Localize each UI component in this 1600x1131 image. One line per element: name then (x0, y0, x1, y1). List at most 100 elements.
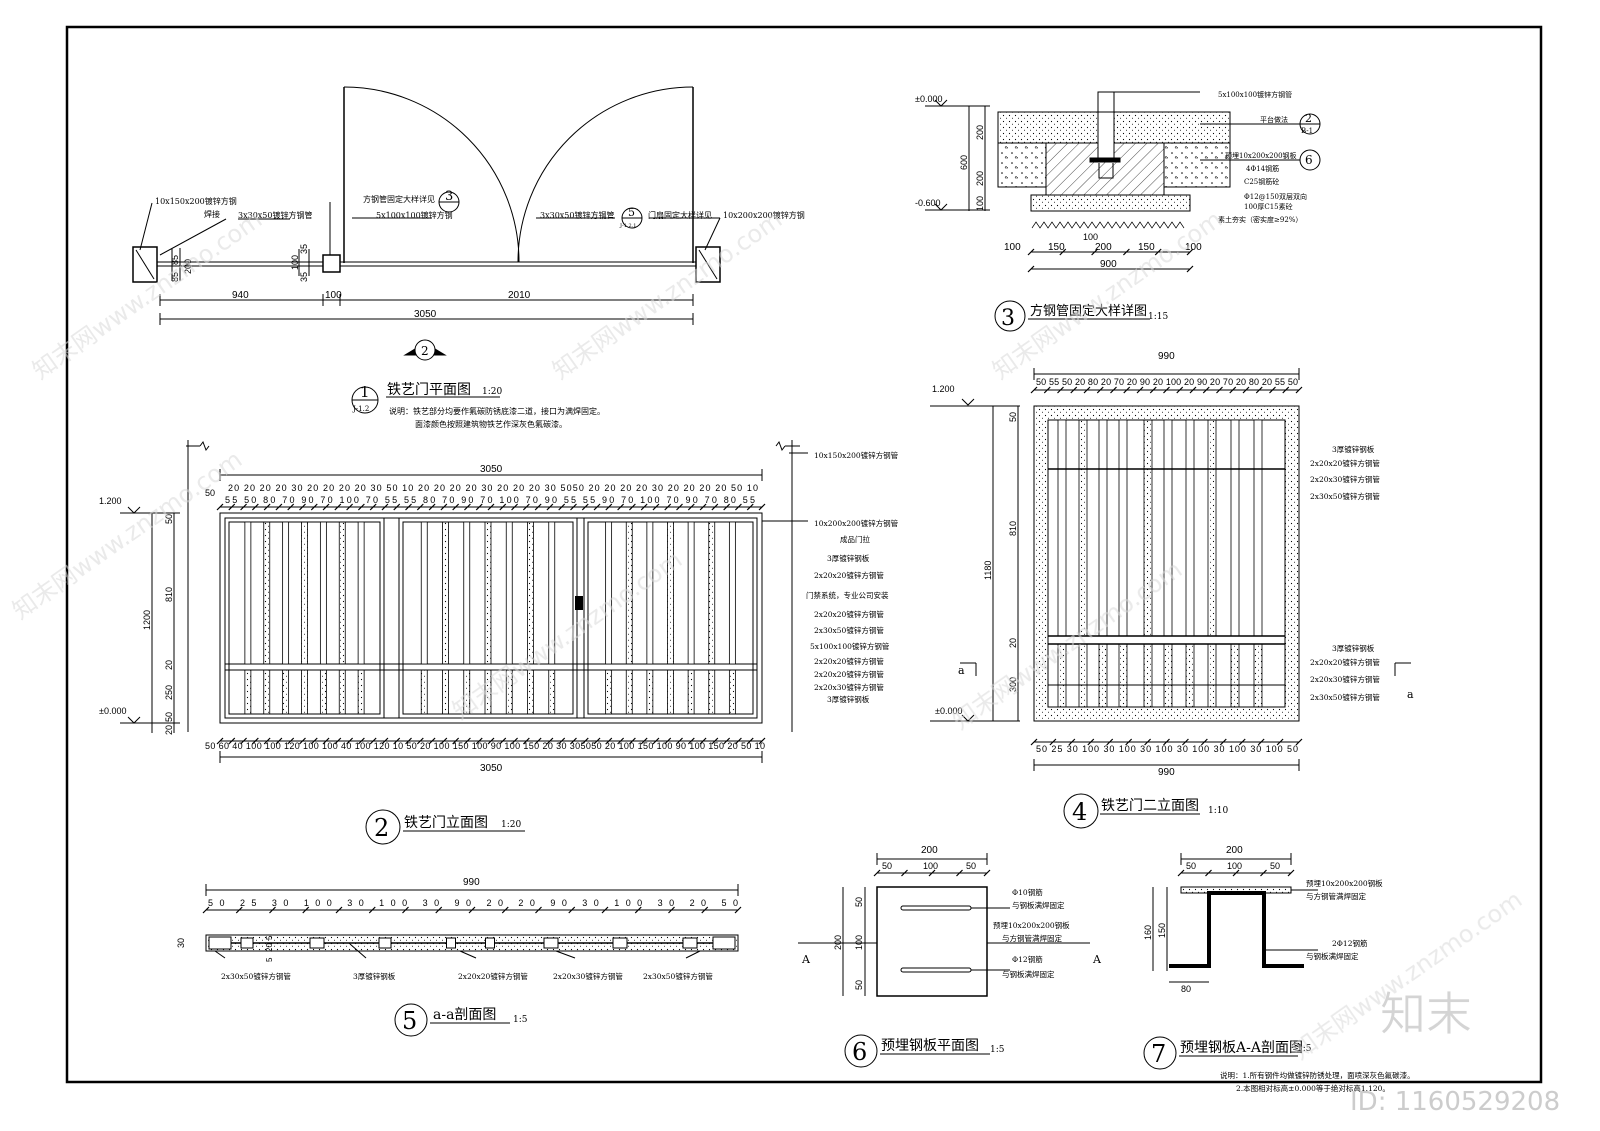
elevation-bottom-picket (625, 669, 633, 715)
elevation-dim-tick (546, 503, 554, 511)
elevation-dim-tick (581, 737, 589, 745)
elevation-dim-tick (416, 737, 424, 745)
elevation-two-dim-tick (1257, 738, 1265, 746)
plan-dim-2010: 2010 (508, 290, 531, 301)
elevation-dim-tick (652, 737, 660, 745)
footing-hdim-150b: 150 (1138, 242, 1155, 253)
drawing-4-number: 4 (1072, 798, 1087, 826)
elevation-dim-tick (640, 503, 648, 511)
footing-hdim-150a: 150 (1048, 242, 1065, 253)
elevation-two-dim-tick (1295, 738, 1303, 746)
plate-vdim-50b: 50 (854, 980, 864, 990)
footing-callout-a-ref: B-1 (1301, 127, 1313, 135)
elev2-level-top: 1.200 (932, 384, 955, 394)
elevation-dim-tick (416, 503, 424, 511)
elevation-dim-tick (405, 503, 412, 511)
elevation-dim-tick (393, 737, 401, 745)
plate-section-dim-tick (1177, 869, 1185, 877)
section-dim-tick (335, 906, 343, 914)
callout-3-number: 3 (445, 189, 453, 204)
plate-dim-tick (901, 869, 908, 877)
elev-label-12: 2x20x30镀锌方钢管 (814, 682, 884, 692)
elevation-picket (263, 521, 271, 665)
elevation-two-picket (1057, 419, 1067, 637)
elevation-picket (357, 521, 365, 665)
section-dim-tick (468, 906, 476, 914)
elevation-bottom-picket (527, 669, 534, 715)
elev2-total-top: 990 (1158, 351, 1175, 362)
elevation-picket (527, 521, 534, 665)
plate-label-2: 与钢板满焊固定 (1012, 900, 1065, 910)
elevation-two-picket (1253, 419, 1263, 637)
footing-dimension-ticks (1027, 248, 1194, 273)
elevation-two-bars (1048, 419, 1285, 708)
section-tube (446, 937, 456, 949)
elevation-two-picket (1163, 419, 1173, 637)
elevation-two-dim-tick (1202, 386, 1210, 394)
plate-hdim-100: 100 (923, 861, 938, 871)
elevation-dim-tick (475, 503, 483, 511)
elev-level-bottom: ±0.000 (99, 706, 126, 716)
elev-label-9: 5x100x100镀锌方钢管 (810, 641, 890, 651)
elevation-picket (667, 521, 674, 665)
section-dim-tick (668, 906, 675, 914)
elev-label-11: 2x20x20镀锌方钢管 (814, 669, 884, 679)
elevation-dimension-ticks (216, 503, 766, 745)
elevation-bottom-picket (420, 669, 428, 715)
elevation-two-dim-tick (1149, 386, 1157, 394)
elevation-dim-tick (357, 503, 365, 511)
footing-label-2: 平台做法 (1260, 115, 1288, 124)
elevation-dim-tick (735, 737, 742, 745)
elev2-label-6: 2x20x20镀锌方钢管 (1310, 657, 1380, 667)
elevation-dim-tick (723, 503, 731, 511)
footing-label-4: 4Φ14钢筋 (1246, 164, 1279, 173)
section-dim-tick (368, 906, 376, 914)
elevation-picket (282, 521, 290, 665)
elev-bottom-chain: 50 60 40 100 100 120 100 100 40 100 120 … (205, 741, 765, 751)
footing-vdim-200b: 200 (975, 171, 985, 186)
elev2-vdim-1180: 1180 (983, 561, 993, 580)
elevation-dim-tick (511, 737, 518, 745)
elevation-dim-tick (440, 503, 448, 511)
elev-label-1: 10x150x200镀锌方钢管 (814, 450, 899, 460)
elev2-label-3: 2x20x30镀锌方钢管 (1310, 474, 1380, 484)
elevation-dim-tick (263, 737, 271, 745)
elevation-bottom-picket (282, 669, 290, 715)
elevation-two-dim-tick (1043, 386, 1051, 394)
elevation-two-picket (1230, 419, 1240, 637)
elevation-two-bottom-picket (1118, 643, 1128, 708)
elevation-two-dim-tick (1125, 738, 1133, 746)
elevation-dim-tick (299, 737, 306, 745)
elevation-dim-tick (570, 737, 577, 745)
elev-label-8: 2x30x50镀锌方钢管 (814, 625, 884, 635)
watermark-site-6: 知末网www.znzmo.com (7, 445, 247, 625)
plate-aa-hdim-50b: 50 (1270, 861, 1280, 871)
elevation-dim-tick (381, 737, 389, 745)
drawing-1-ref: J-1.2 (352, 405, 369, 413)
elevation-bottom-picket (548, 669, 556, 715)
elevation-dim-tick (546, 737, 554, 745)
footing-hdim-100a: 100 (1004, 242, 1021, 253)
elevation-dim-tick (216, 503, 224, 511)
elevation-dim-tick (287, 503, 295, 511)
plan-label-tube-right: 3x30x50镀锌方钢管 (540, 210, 614, 220)
elevation-dim-tick (628, 737, 636, 745)
plate-dim-tick (983, 869, 991, 877)
section-mark-number: 2 (421, 344, 429, 358)
elev-level-top: 1.200 (99, 496, 122, 506)
elevation-dim-tick (522, 503, 530, 511)
elev-label-4: 3厚镀锌钢板 (827, 553, 870, 563)
plan-dim-940: 940 (232, 290, 249, 301)
elevation-two-dim-tick (1083, 386, 1091, 394)
elevation-two-dim-tick (1106, 738, 1114, 746)
elevation-two-dim-tick (1189, 386, 1197, 394)
plate-aa-vdim-150: 150 (1157, 923, 1167, 938)
elevation-bottom-picket (301, 669, 308, 715)
plate-aa-label-3: 2Φ12钢筋 (1332, 938, 1368, 948)
elev2-label-2: 2x20x20镀锌方钢管 (1310, 458, 1380, 468)
elev-label-7: 2x20x20镀锌方钢管 (814, 609, 884, 619)
elevation-two-dim-tick (1255, 386, 1263, 394)
elevation-dim-tick (357, 737, 365, 745)
drawing-2-number: 2 (374, 814, 389, 842)
elevation-dim-tick (275, 737, 283, 745)
